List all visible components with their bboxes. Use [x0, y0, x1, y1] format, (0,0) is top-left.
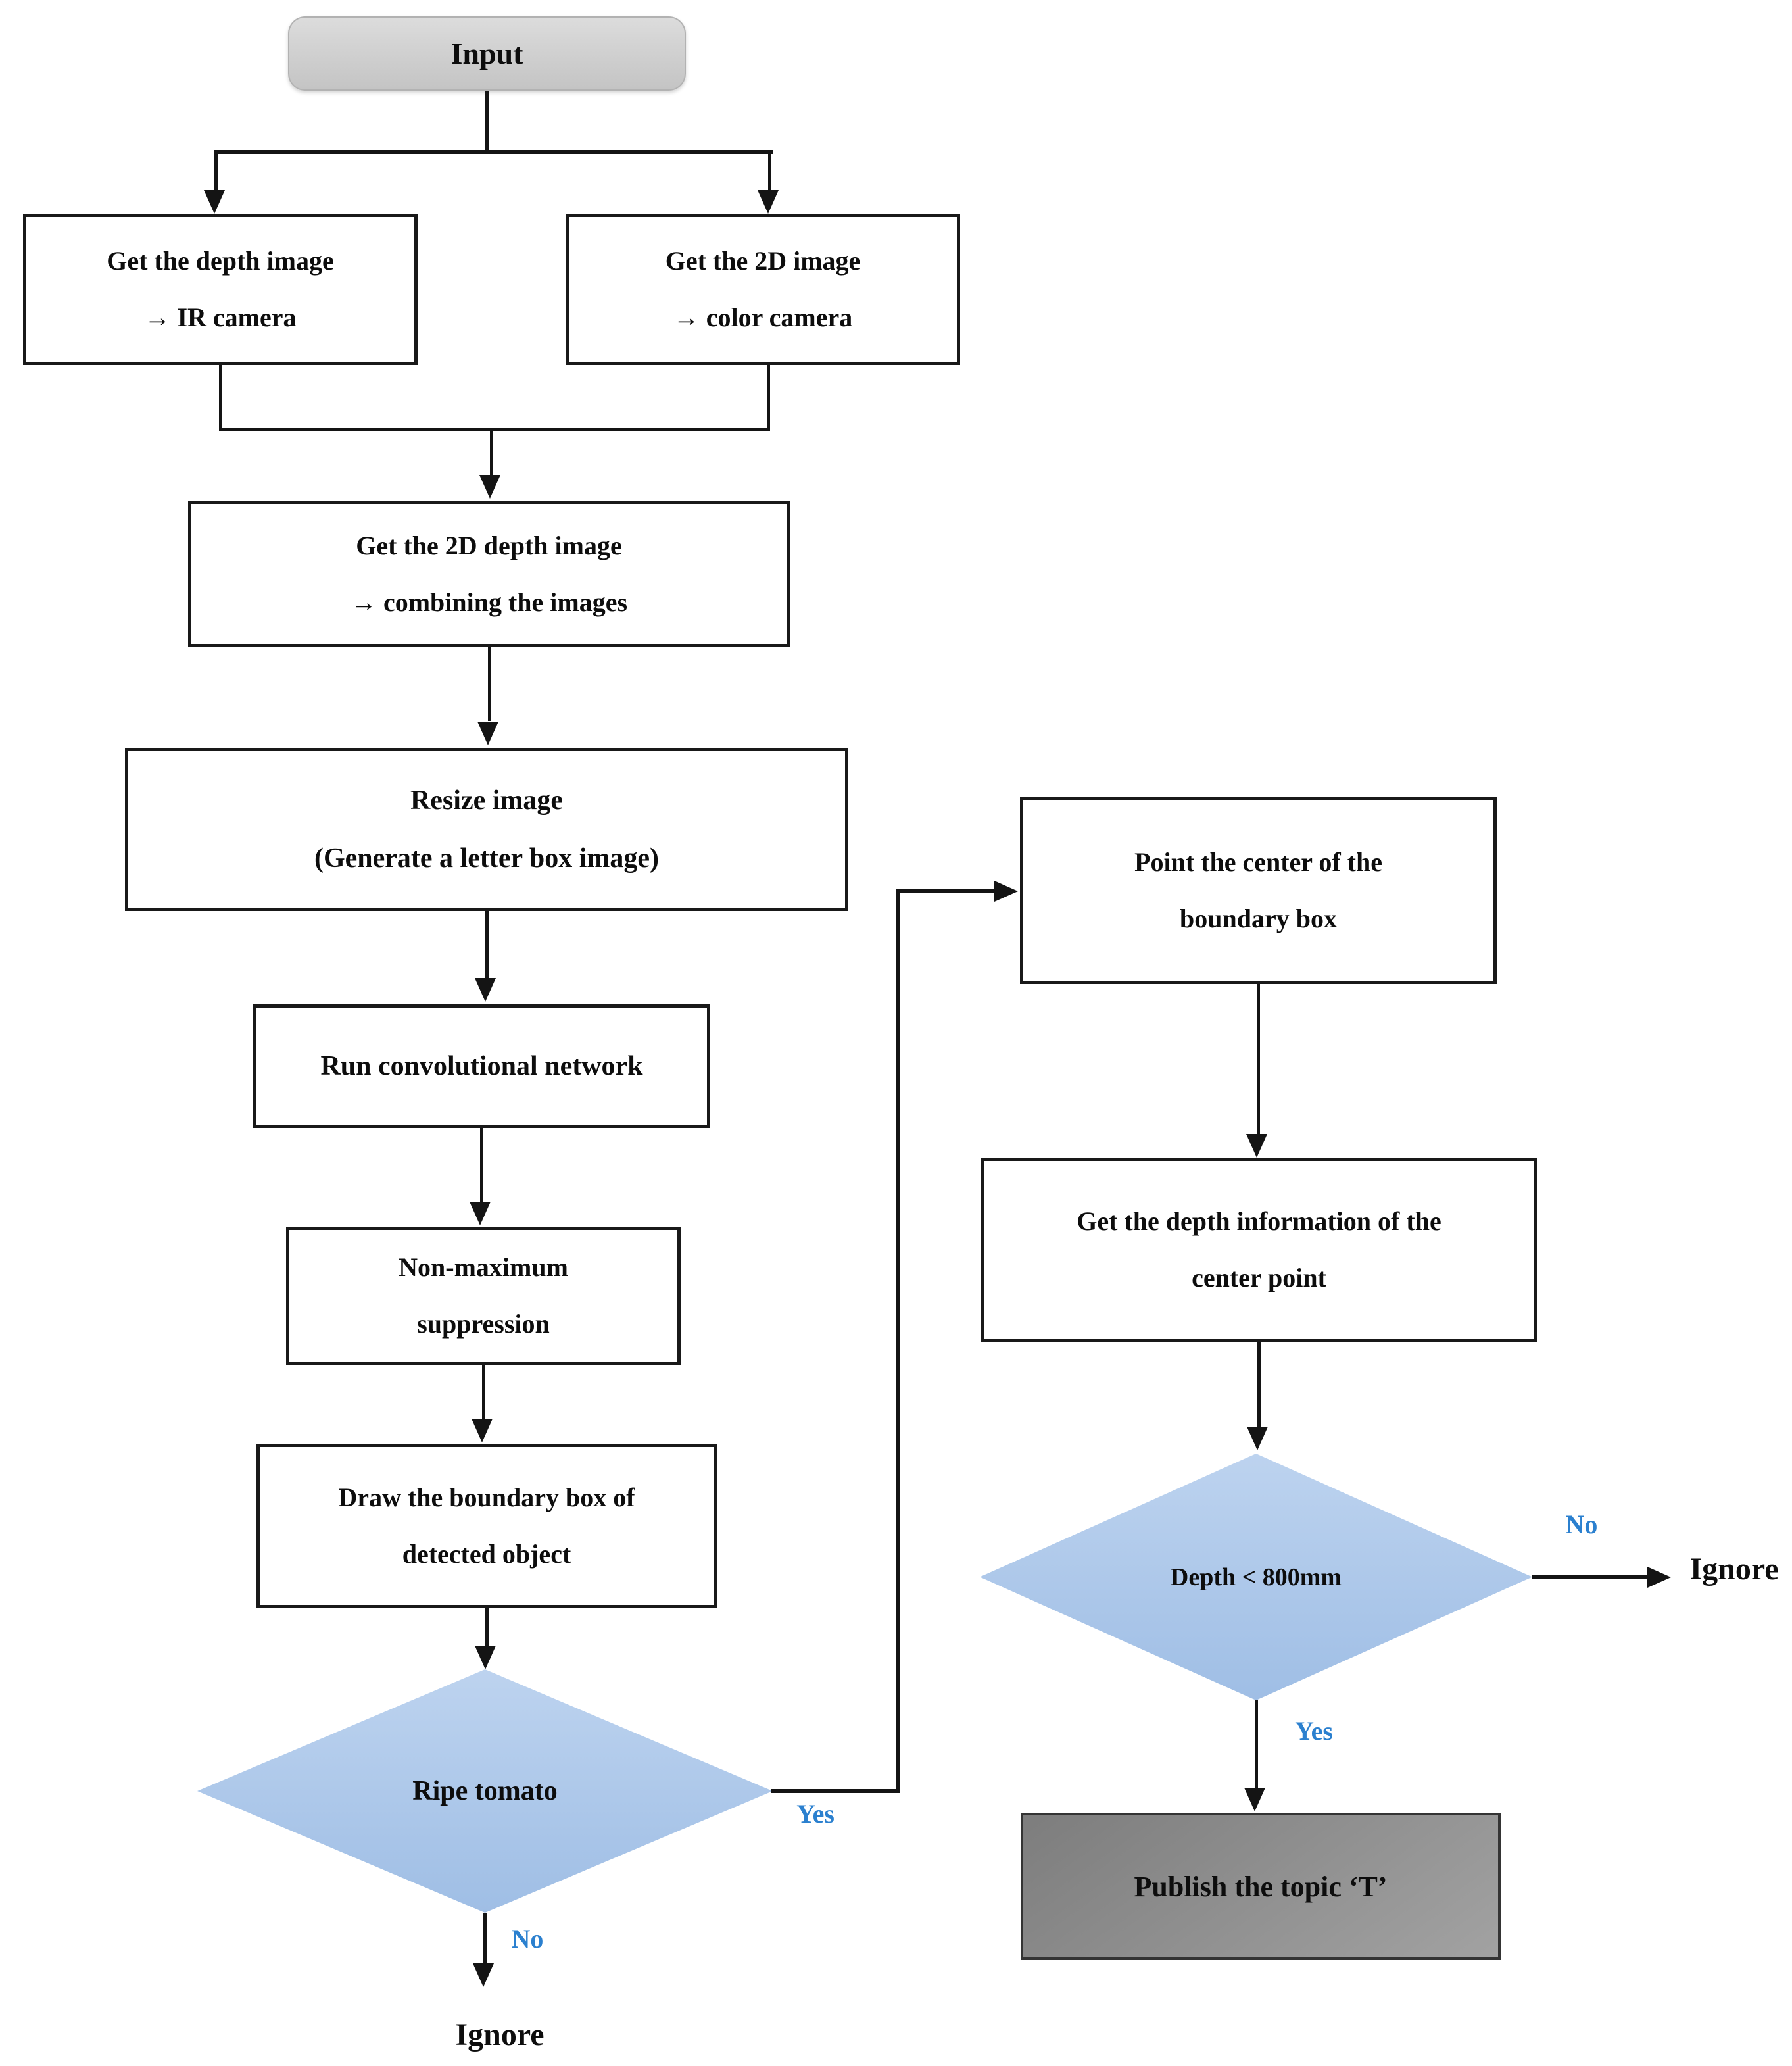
arrowhead-into-depth-decision	[1247, 1427, 1268, 1450]
process-run-network-label: Run convolutional network	[320, 1050, 643, 1081]
process-get-2d-depth-image-line1: Get the 2D depth image	[356, 531, 622, 560]
process-run-network: Run convolutional network	[253, 1004, 710, 1128]
process-nms-line1: Non-maximum	[399, 1252, 568, 1282]
arrowhead-into-resize	[477, 722, 498, 745]
process-point-center-line1: Point the center of the	[1134, 847, 1382, 877]
edge-label-depth-no: No	[1565, 1510, 1598, 1539]
arrowhead-into-point-center	[994, 881, 1018, 902]
arrowhead-into-2d-image	[758, 190, 779, 214]
arrowhead-into-2d-depth-image	[479, 475, 500, 499]
process-get-2d-image-line1: Get the 2D image	[665, 246, 861, 276]
terminal-input: Input	[288, 16, 686, 91]
arrowhead-into-ignore-right	[1647, 1567, 1671, 1588]
process-nms: Non-maximum suppression	[286, 1227, 681, 1365]
connector-to-ripe-decision	[485, 1608, 489, 1646]
connector-split-horizontal	[216, 150, 773, 154]
connector-to-draw-box	[482, 1365, 485, 1419]
process-get-2d-depth-image: Get the 2D depth image → combining the i…	[188, 501, 790, 647]
terminal-publish-topic-label: Publish the topic ‘T’	[1134, 1870, 1388, 1903]
endpoint-ignore-right: Ignore	[1689, 1552, 1779, 1586]
connector-split-left	[214, 150, 218, 191]
arrowhead-into-get-depth-info	[1246, 1134, 1267, 1158]
process-resize-image-line1: Resize image	[410, 785, 564, 816]
connector-depth-no-horizontal	[1532, 1575, 1647, 1579]
decision-ripe-tomato-label: Ripe tomato	[412, 1776, 558, 1806]
connector-to-nms	[480, 1128, 483, 1202]
process-get-2d-image: Get the 2D image → color camera	[566, 214, 960, 365]
decision-ripe-tomato: Ripe tomato	[197, 1669, 773, 1913]
process-get-depth-info-line2: center point	[1192, 1263, 1326, 1292]
connector-ripe-yes-horizontal	[771, 1789, 900, 1793]
process-point-center: Point the center of the boundary box	[1020, 797, 1497, 984]
arrowhead-into-publish	[1244, 1788, 1265, 1811]
process-get-2d-depth-image-line2: → combining the images	[350, 587, 628, 617]
connector-depth-yes-down	[1255, 1700, 1258, 1788]
connector-split-right	[768, 150, 771, 191]
connector-to-resize	[488, 647, 491, 721]
connector-to-depth-decision	[1257, 1342, 1261, 1427]
process-draw-boundary-box: Draw the boundary box of detected object	[256, 1444, 717, 1608]
process-point-center-line2: boundary box	[1180, 903, 1337, 933]
arrowhead-into-ignore-left	[473, 1963, 494, 1987]
arrowhead-into-ripe-decision	[475, 1646, 496, 1669]
edge-label-ripe-no: No	[511, 1924, 544, 1954]
process-get-depth-info: Get the depth information of the center …	[981, 1158, 1537, 1342]
process-get-2d-image-line2: → color camera	[673, 303, 853, 332]
connector-to-get-depth-info	[1257, 984, 1260, 1134]
connector-ripe-yes-top	[896, 889, 994, 893]
process-resize-image-line2: (Generate a letter box image)	[314, 843, 659, 873]
terminal-input-label: Input	[450, 37, 523, 70]
edge-label-ripe-yes: Yes	[796, 1799, 835, 1829]
connector-merge-right	[767, 365, 770, 431]
connector-input-down	[485, 91, 489, 151]
process-get-depth-image-line2: → IR camera	[144, 303, 297, 332]
process-draw-boundary-box-line2: detected object	[402, 1539, 571, 1569]
connector-merge-horizontal	[219, 428, 770, 431]
arrowhead-into-draw-box	[472, 1419, 493, 1442]
connector-ripe-yes-up	[896, 889, 900, 1793]
connector-to-run-network	[485, 911, 489, 978]
process-get-depth-info-line1: Get the depth information of the	[1077, 1206, 1441, 1236]
connector-merge-left	[219, 365, 222, 431]
process-draw-boundary-box-line1: Draw the boundary box of	[338, 1483, 635, 1512]
connector-merge-down	[490, 431, 493, 475]
endpoint-ignore-left: Ignore	[455, 2017, 545, 2052]
arrowhead-into-run-network	[475, 978, 496, 1002]
process-resize-image: Resize image (Generate a letter box imag…	[125, 748, 848, 911]
decision-depth-800mm-label: Depth < 800mm	[1170, 1563, 1342, 1591]
process-get-depth-image: Get the depth image → IR camera	[23, 214, 418, 365]
process-nms-line2: suppression	[417, 1309, 550, 1339]
arrowhead-into-depth-image	[204, 190, 225, 214]
decision-depth-800mm: Depth < 800mm	[980, 1454, 1532, 1700]
terminal-publish-topic: Publish the topic ‘T’	[1021, 1813, 1501, 1960]
edge-label-depth-yes: Yes	[1295, 1716, 1333, 1746]
connector-ripe-no-down	[483, 1913, 487, 1964]
process-get-depth-image-line1: Get the depth image	[107, 246, 334, 276]
arrowhead-into-nms	[470, 1202, 491, 1225]
